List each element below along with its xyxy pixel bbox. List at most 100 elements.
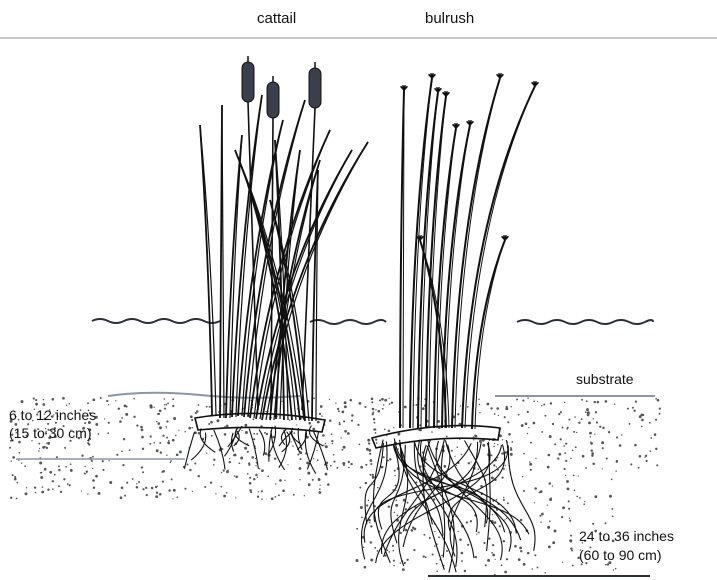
soil-speck — [177, 496, 179, 498]
soil-speck — [574, 489, 576, 491]
soil-speck — [595, 411, 597, 413]
soil-speck — [364, 406, 366, 408]
soil-speck — [429, 537, 431, 539]
soil-speck — [381, 398, 384, 401]
soil-speck — [633, 410, 635, 412]
soil-speck — [372, 484, 374, 486]
soil-speck — [52, 488, 54, 490]
soil-speck — [172, 398, 174, 400]
soil-speck — [467, 406, 469, 408]
soil-speck — [537, 401, 538, 402]
soil-speck — [503, 540, 505, 542]
soil-speck — [371, 397, 374, 400]
soil-speck — [404, 406, 407, 409]
soil-speck — [223, 470, 225, 472]
soil-speck — [613, 569, 614, 570]
soil-speck — [392, 545, 394, 547]
soil-speck — [84, 473, 86, 475]
soil-speck — [594, 401, 596, 403]
soil-speck — [516, 399, 518, 401]
soil-speck — [460, 405, 461, 406]
soil-speck — [208, 423, 210, 425]
soil-speck — [264, 452, 267, 455]
soil-speck — [639, 455, 642, 458]
soil-speck — [506, 558, 508, 560]
soil-speck — [348, 461, 350, 463]
soil-speck — [95, 475, 98, 478]
soil-speck — [168, 442, 170, 444]
soil-speck — [573, 475, 575, 477]
soil-speck — [376, 442, 378, 444]
soil-speck — [554, 443, 556, 445]
soil-speck — [466, 521, 468, 523]
soil-speck — [576, 432, 577, 433]
soil-speck — [124, 495, 126, 497]
soil-speck — [289, 419, 290, 420]
substrate-soil — [9, 397, 661, 576]
soil-speck — [304, 495, 305, 496]
soil-speck — [552, 485, 553, 486]
soil-speck — [253, 478, 255, 480]
soil-speck — [527, 397, 529, 399]
soil-speck — [21, 463, 22, 464]
soil-speck — [645, 455, 647, 457]
soil-speck — [529, 461, 531, 463]
cattail-root — [314, 432, 328, 470]
soil-speck — [400, 532, 402, 534]
soil-speck — [548, 546, 551, 549]
soil-speck — [350, 463, 352, 465]
soil-speck — [281, 401, 282, 402]
soil-speck — [496, 499, 498, 501]
soil-speck — [570, 540, 572, 542]
soil-speck — [9, 447, 11, 449]
cattail-roots — [184, 413, 327, 473]
soil-speck — [492, 544, 494, 546]
soil-speck — [389, 403, 391, 405]
soil-speck — [92, 468, 93, 469]
soil-speck — [566, 428, 568, 430]
soil-speck — [21, 400, 24, 403]
soil-speck — [126, 482, 128, 484]
soil-speck — [67, 483, 69, 485]
soil-speck — [654, 433, 657, 436]
soil-speck — [570, 547, 572, 549]
soil-speck — [275, 496, 277, 498]
soil-speck — [292, 445, 294, 447]
soil-speck — [149, 404, 152, 407]
soil-speck — [47, 442, 50, 445]
soil-speck — [432, 554, 434, 556]
soil-speck — [541, 431, 543, 433]
soil-speck — [361, 517, 363, 519]
soil-speck — [395, 490, 396, 491]
soil-speck — [496, 407, 499, 410]
soil-speck — [522, 400, 524, 402]
soil-speck — [389, 458, 391, 460]
soil-speck — [164, 398, 166, 400]
soil-speck — [564, 402, 565, 403]
soil-speck — [478, 399, 480, 401]
soil-speck — [190, 415, 193, 418]
soil-speck — [411, 529, 414, 532]
soil-speck — [41, 491, 44, 494]
soil-speck — [537, 567, 539, 569]
soil-speck — [540, 521, 541, 522]
soil-speck — [336, 467, 338, 469]
soil-speck — [461, 454, 463, 456]
soil-speck — [457, 531, 458, 532]
water-surface-left — [92, 319, 220, 323]
soil-speck — [396, 515, 398, 517]
soil-speck — [204, 486, 206, 488]
soil-speck — [98, 433, 100, 435]
soil-speck — [563, 445, 565, 447]
soil-speck — [545, 415, 547, 417]
soil-speck — [395, 504, 398, 507]
soil-speck — [272, 436, 275, 439]
soil-speck — [60, 491, 62, 493]
soil-speck — [264, 432, 266, 434]
soil-speck — [318, 478, 321, 481]
soil-speck — [535, 458, 536, 459]
soil-speck — [581, 399, 583, 401]
soil-speck — [570, 458, 572, 460]
soil-speck — [630, 463, 632, 465]
